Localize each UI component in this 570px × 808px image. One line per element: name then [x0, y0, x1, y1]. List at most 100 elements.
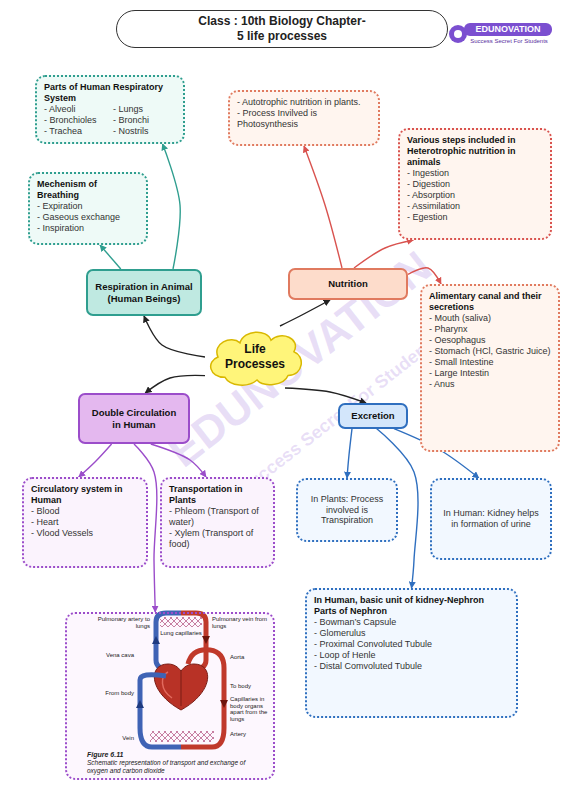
box-heading: Transportation in Plants	[169, 484, 266, 506]
connector-arrow	[144, 316, 205, 357]
pulmonary-artery	[156, 613, 181, 670]
box-heading: Parts of Human Respiratory System	[44, 82, 176, 104]
box-heading: Mechenism of Breathing	[37, 179, 139, 201]
box-text: - Trachea	[44, 126, 107, 137]
box-text: - Mouth (saliva)	[429, 313, 551, 324]
box-heading: Double Circulation in Human	[87, 407, 181, 430]
box-text: - Small Intestine	[429, 357, 551, 368]
info-box: In Human, basic unit of kidney-NephronPa…	[305, 588, 518, 718]
part-label: From body	[92, 690, 134, 697]
info-box: Circulatory system in Human- Blood- Hear…	[22, 477, 148, 568]
title-box: Class : 10th Biology Chapter-5 life proc…	[116, 10, 448, 48]
lung-capillary-mesh	[160, 617, 202, 627]
connector-arrow	[304, 146, 342, 268]
connector-arrow	[79, 444, 112, 477]
figure-number: Figure 6.11	[87, 751, 265, 760]
box-text: - Vlood Vessels	[31, 528, 139, 539]
box-text: - Pharynx	[429, 324, 551, 335]
flow-arrow	[152, 636, 160, 644]
box-text: - Bronchi	[113, 115, 176, 126]
flow-arrow	[220, 700, 228, 708]
flow-arrow	[202, 636, 210, 644]
part-label: Capillaries in body organs apart from th…	[230, 696, 274, 722]
box-heading: In Human, basic unit of kidney-Nephron	[314, 595, 509, 606]
box-heading: Excretion	[351, 410, 394, 422]
box-text: - Proximal Convoluted Tubule	[314, 639, 509, 650]
cloud-outline	[205, 326, 305, 388]
topic-box: Double Circulation in Human	[78, 393, 190, 444]
part-label: To body	[230, 683, 270, 690]
box-text: - Digestion	[407, 179, 543, 190]
box-text: - Bowman’s Capsule	[314, 617, 509, 628]
connector-arrow	[100, 245, 121, 269]
box-heading: Life Processes	[219, 342, 291, 371]
connector-arrow	[377, 429, 419, 588]
box-text: - Heart	[31, 517, 139, 528]
pulmonary-vein	[181, 613, 206, 670]
central-cloud: Life Processes	[205, 326, 305, 388]
artery	[181, 728, 224, 747]
box-text: In Plants: Process involved is Transpira…	[305, 494, 389, 527]
box-text: - Nostrils	[113, 126, 176, 137]
box-text: - Stomach (HCl, Gastric Juice)	[429, 346, 551, 357]
logo-banner	[464, 23, 552, 36]
info-box: In Plants: Process involved is Transpira…	[296, 478, 398, 542]
figure-ground	[65, 612, 275, 780]
box-text: - Blood	[31, 506, 139, 517]
box-text: - Inspiration	[37, 223, 139, 234]
box-text: - Glomerulus	[314, 628, 509, 639]
connector-arrow	[347, 429, 352, 478]
box-text: - Distal Comvoluted Tubule	[314, 661, 509, 672]
part-label: Vena cava	[96, 652, 134, 659]
box-text: - Xylem (Transport of food)	[169, 528, 266, 550]
part-label: Pulmonary artery to lungs	[96, 616, 150, 629]
box-heading: Circulatory system in Human	[31, 484, 139, 506]
part-label: Vein	[100, 735, 134, 742]
figure-caption: Schematic representation of transport an…	[87, 759, 265, 775]
topic-box: Excretion	[338, 403, 408, 429]
box-text: - Oesophagus	[429, 335, 551, 346]
box-text: - Absorption	[407, 190, 543, 201]
logo-name: EDUNOVATION	[464, 25, 552, 35]
connector-arrow	[394, 429, 479, 478]
vena-cava	[140, 675, 166, 728]
box-text: In Human: Kidney helps in formation of u…	[439, 508, 543, 530]
part-label: Artery	[230, 731, 266, 738]
topic-box: Nutrition	[288, 268, 408, 300]
box-text: - Process Invilved is Photosynthesis	[237, 108, 371, 130]
box-text: - Ingestion	[407, 168, 543, 179]
box-text: - Egestion	[407, 212, 543, 223]
connector-arrow	[354, 240, 413, 268]
box-text: - Assimilation	[407, 201, 543, 212]
box-text: - Expiration	[37, 201, 139, 212]
box-heading: Alimentary canal and their secretions	[429, 291, 551, 313]
box-text: - Anus	[429, 379, 551, 390]
heart-septum	[181, 671, 182, 706]
info-box: Transportation in Plants- Phleom (Transp…	[160, 477, 275, 568]
connector-arrow	[134, 444, 157, 612]
title-text: Class : 10th Biology Chapter-5 life proc…	[197, 14, 367, 44]
vein	[140, 728, 181, 747]
body-capillary-mesh	[150, 731, 214, 742]
box-text: - Lungs	[113, 104, 176, 115]
box-heading: Respiration in Animal (Human Beings)	[95, 281, 193, 304]
connector-arrow	[151, 444, 206, 477]
info-box: - Autotrophic nutrition in plants.- Proc…	[228, 90, 380, 146]
info-box: In Human: Kidney helps in formation of u…	[430, 478, 552, 560]
connector-arrow	[145, 375, 205, 393]
logo-tagline: Success Secret For Students	[462, 38, 556, 45]
info-box: Various steps included in Heterotrophic …	[398, 128, 552, 240]
part-label: Aorta	[230, 654, 262, 661]
info-box: Mechenism of Breathing- Expiration- Gase…	[28, 172, 148, 245]
connector-arrow	[163, 144, 181, 269]
topic-box: Respiration in Animal (Human Beings)	[86, 269, 202, 316]
box-heading: Nutrition	[328, 278, 368, 290]
aorta	[188, 650, 224, 728]
connector-arrow	[408, 268, 441, 284]
flow-arrow	[136, 700, 144, 708]
box-text: - Autotrophic nutrition in plants.	[237, 97, 371, 108]
